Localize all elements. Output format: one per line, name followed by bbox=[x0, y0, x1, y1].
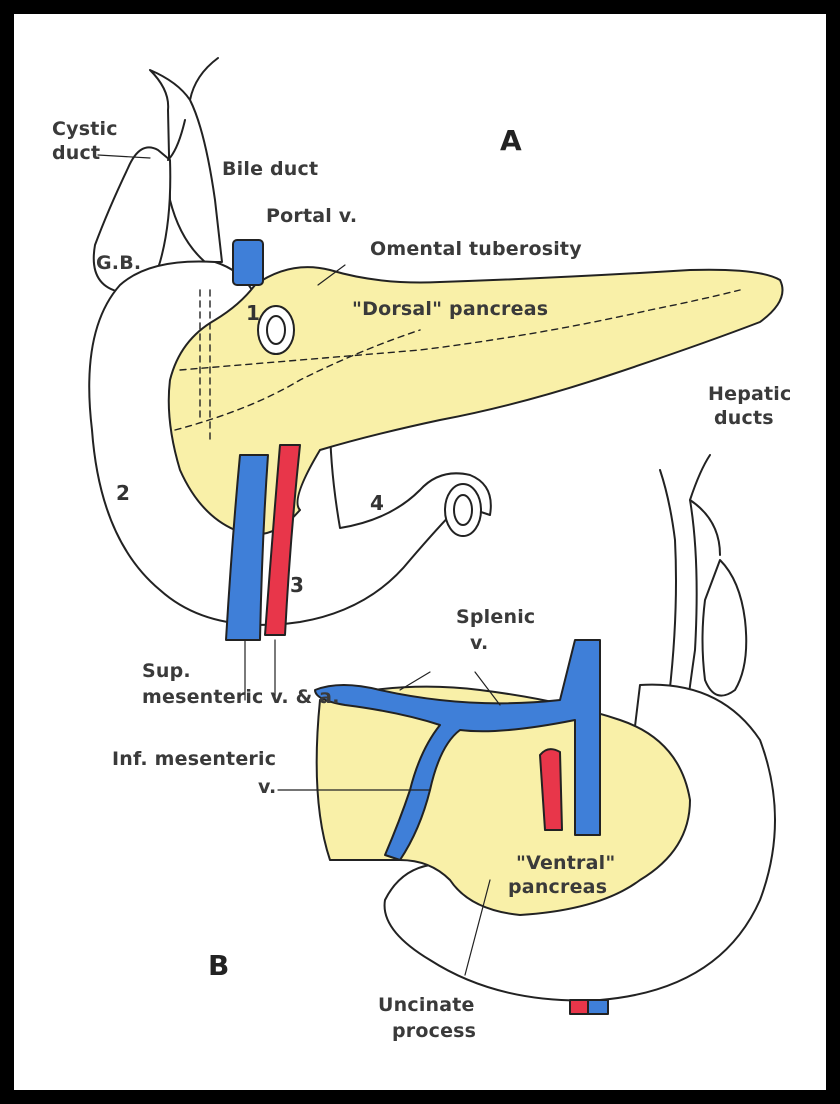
label-uncinate-process-2: process bbox=[392, 1020, 476, 1042]
gallbladder-b bbox=[703, 560, 747, 696]
artery-b bbox=[540, 749, 562, 830]
duodenum-part-4: 4 bbox=[370, 492, 384, 514]
duodenum-part-3: 3 bbox=[290, 574, 304, 596]
label-bile-duct: Bile duct bbox=[222, 158, 318, 180]
label-hepatic-ducts-1: Hepatic bbox=[708, 383, 791, 405]
label-inf-mesenteric-2: v. bbox=[258, 776, 276, 798]
panel-label-b: B bbox=[208, 955, 230, 977]
label-sup-mesenteric-2: mesenteric v. & a. bbox=[142, 686, 340, 708]
label-uncinate-process-1: Uncinate bbox=[378, 994, 475, 1016]
duodenum-part-1: 1 bbox=[246, 302, 260, 324]
label-inf-mesenteric-1: Inf. mesenteric bbox=[112, 748, 276, 770]
label-omental-tuberosity: Omental tuberosity bbox=[370, 238, 582, 260]
sup-mesenteric-artery-b bbox=[570, 1000, 588, 1014]
label-portal-v: Portal v. bbox=[266, 205, 357, 227]
label-sup-mesenteric-1: Sup. bbox=[142, 660, 191, 682]
label-splenic-v-2: v. bbox=[470, 632, 488, 654]
label-ventral-pancreas-1: "Ventral" bbox=[516, 852, 615, 874]
label-splenic-v-1: Splenic bbox=[456, 606, 535, 628]
label-hepatic-ducts-2: ducts bbox=[714, 407, 774, 429]
label-cystic-duct-2: duct bbox=[52, 142, 100, 164]
label-cystic-duct-1: Cystic bbox=[52, 118, 118, 140]
duodenum-part-2: 2 bbox=[116, 482, 130, 504]
label-gb: G.B. bbox=[96, 252, 141, 274]
label-ventral-pancreas-2: pancreas bbox=[508, 876, 607, 898]
portal-vein-a bbox=[233, 240, 263, 285]
label-dorsal-pancreas: "Dorsal" pancreas bbox=[352, 298, 548, 320]
sup-mesenteric-vein-b bbox=[588, 1000, 608, 1014]
panel-label-a: A bbox=[500, 130, 522, 152]
